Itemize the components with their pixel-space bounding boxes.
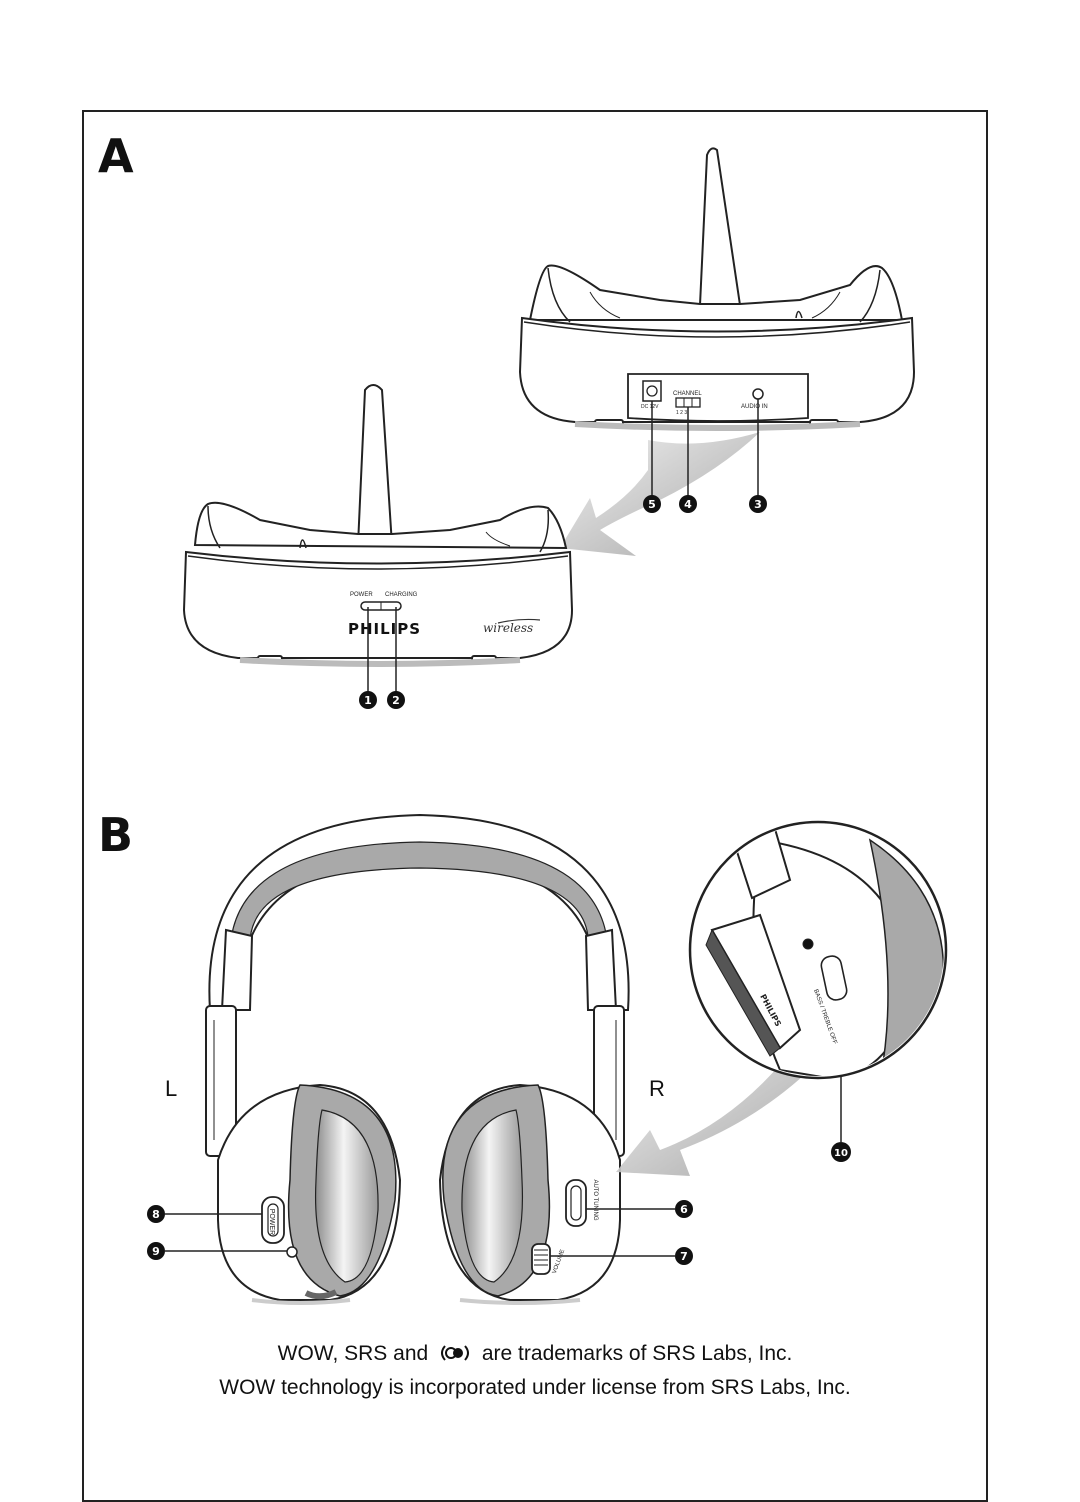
channel-label: CHANNEL xyxy=(673,391,702,397)
callout-8-text: 8 xyxy=(152,1208,160,1221)
antenna-back xyxy=(698,147,742,306)
callout-6-text: 6 xyxy=(680,1203,688,1216)
right-label: R xyxy=(649,1076,665,1101)
callouts xyxy=(147,495,851,1265)
section-a-label: A xyxy=(98,129,134,183)
base-station-front xyxy=(182,384,574,667)
dc-label: DC 12V xyxy=(641,404,659,410)
charging-label: CHARGING xyxy=(385,592,418,598)
license-line: WOW technology is incorporated under lic… xyxy=(219,1376,851,1399)
callout-1 xyxy=(359,691,377,709)
callout-3 xyxy=(749,495,767,513)
philips-brand: PHILIPS xyxy=(348,620,421,638)
audio-in-label: AUDIO IN xyxy=(741,404,768,410)
power-led xyxy=(286,1246,298,1258)
volume-wheel xyxy=(531,1243,551,1275)
callout-leaders-front xyxy=(367,607,397,692)
left-label: L xyxy=(165,1076,178,1101)
callout-7 xyxy=(675,1247,693,1265)
channel-positions: 1 2 3 xyxy=(676,410,687,416)
callout-9-text: 9 xyxy=(152,1245,160,1258)
auto-tuning-text: AUTO TUNING xyxy=(592,1179,598,1220)
zoom-detail: PHILIPS BASS / TREBLE OFF xyxy=(688,820,948,1080)
callout-4 xyxy=(679,495,697,513)
callout-8 xyxy=(147,1205,165,1223)
wireless-logo: wireless xyxy=(483,621,533,635)
callout-10-text: 10 xyxy=(834,1148,848,1159)
base-station-back xyxy=(518,147,916,431)
trademark-text-b: are trademarks of SRS Labs, Inc. xyxy=(481,1342,793,1365)
headphones xyxy=(205,813,630,1305)
antenna-front xyxy=(356,384,394,546)
callout-6 xyxy=(675,1200,693,1218)
callout-10 xyxy=(831,1142,851,1162)
trademark-text-a: WOW, SRS and xyxy=(277,1342,429,1365)
section-b-label: B xyxy=(98,808,134,862)
callout-4-text: 4 xyxy=(684,498,692,511)
callout-7-text: 7 xyxy=(680,1250,688,1263)
callout-leaders-back xyxy=(651,399,759,496)
callout-1-text: 1 xyxy=(364,694,372,707)
power-switch-text: POWER xyxy=(268,1209,275,1235)
callout-5-text: 5 xyxy=(648,498,656,511)
power-label: POWER xyxy=(350,592,373,598)
trademark-line: WOW, SRS and are trademarks of SRS Labs,… xyxy=(82,1342,988,1366)
arrow-icon xyxy=(560,432,760,556)
callout-9 xyxy=(147,1242,165,1260)
callout-5 xyxy=(643,495,661,513)
srs-logo-icon xyxy=(438,1344,472,1362)
callout-2-text: 2 xyxy=(392,694,400,707)
callout-3-text: 3 xyxy=(754,498,762,511)
callout-2 xyxy=(387,691,405,709)
